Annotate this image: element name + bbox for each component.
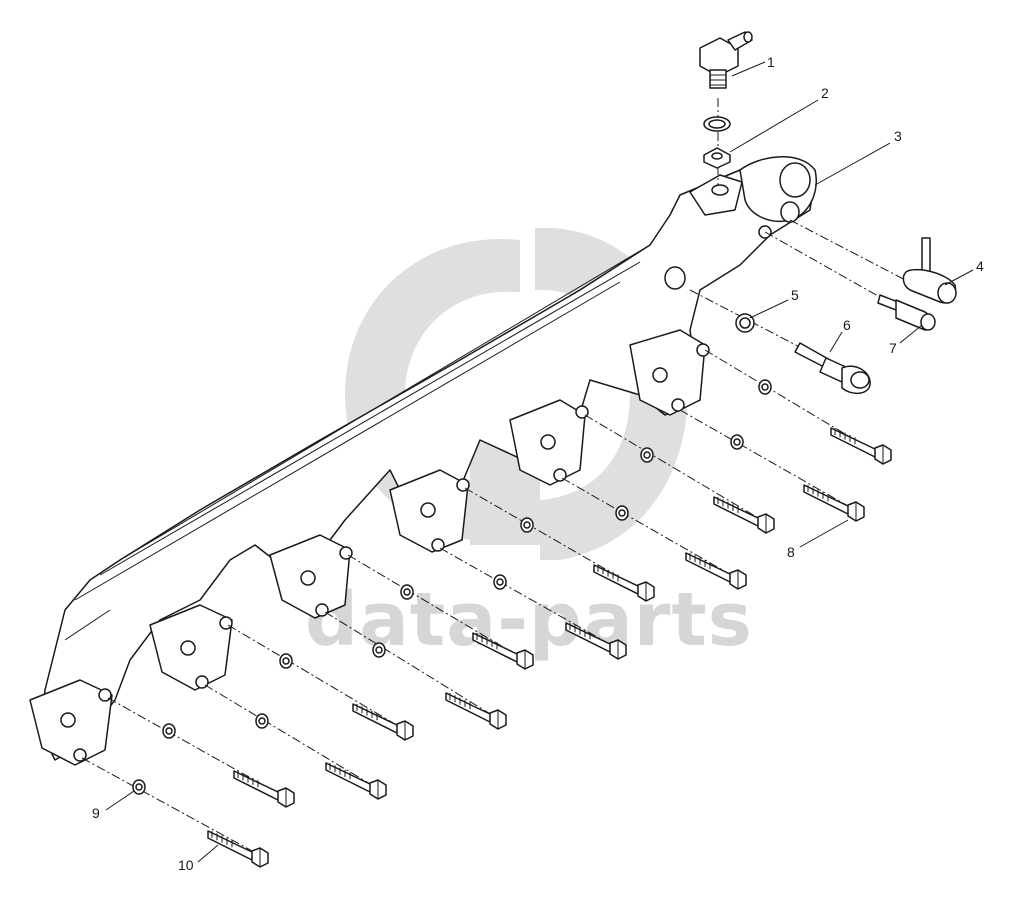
bolt	[352, 703, 414, 741]
callout-4: 4	[976, 258, 984, 274]
sealing-rings	[703, 116, 731, 169]
callout-6: 6	[843, 317, 851, 333]
boss-2	[509, 399, 589, 486]
callout-1: 1	[767, 54, 775, 70]
bolt	[472, 632, 534, 670]
callout-7: 7	[889, 340, 897, 356]
callout-5: 5	[791, 287, 799, 303]
temperature-sender	[794, 342, 871, 394]
callout-3: 3	[894, 128, 902, 144]
bolt	[713, 496, 775, 534]
washers-9	[132, 379, 772, 795]
bolts	[207, 427, 892, 868]
boss-6	[29, 679, 113, 766]
sensor-small	[877, 294, 936, 331]
bolt	[445, 692, 507, 730]
bolt	[207, 830, 269, 868]
bolt	[685, 552, 747, 590]
callouts: 1 2 3 4 5 6 7 8 9 10	[92, 54, 984, 873]
bolt	[593, 564, 655, 602]
washer-5	[735, 313, 755, 333]
bolt	[325, 762, 387, 800]
bolt	[233, 770, 295, 808]
tee-fitting	[902, 237, 957, 304]
callout-10: 10	[178, 857, 194, 873]
bolt	[565, 622, 627, 660]
bolt	[830, 427, 892, 465]
callout-8: 8	[787, 544, 795, 560]
callout-9: 9	[92, 805, 100, 821]
mounting-bosses	[29, 329, 710, 766]
banjo-fitting	[699, 31, 753, 89]
callout-2: 2	[821, 85, 829, 101]
bolt	[803, 484, 865, 522]
fuel-rail-manifold	[39, 156, 817, 761]
watermark-text: data-parts	[305, 577, 753, 663]
boss-4	[269, 534, 353, 619]
boss-1	[629, 329, 710, 416]
